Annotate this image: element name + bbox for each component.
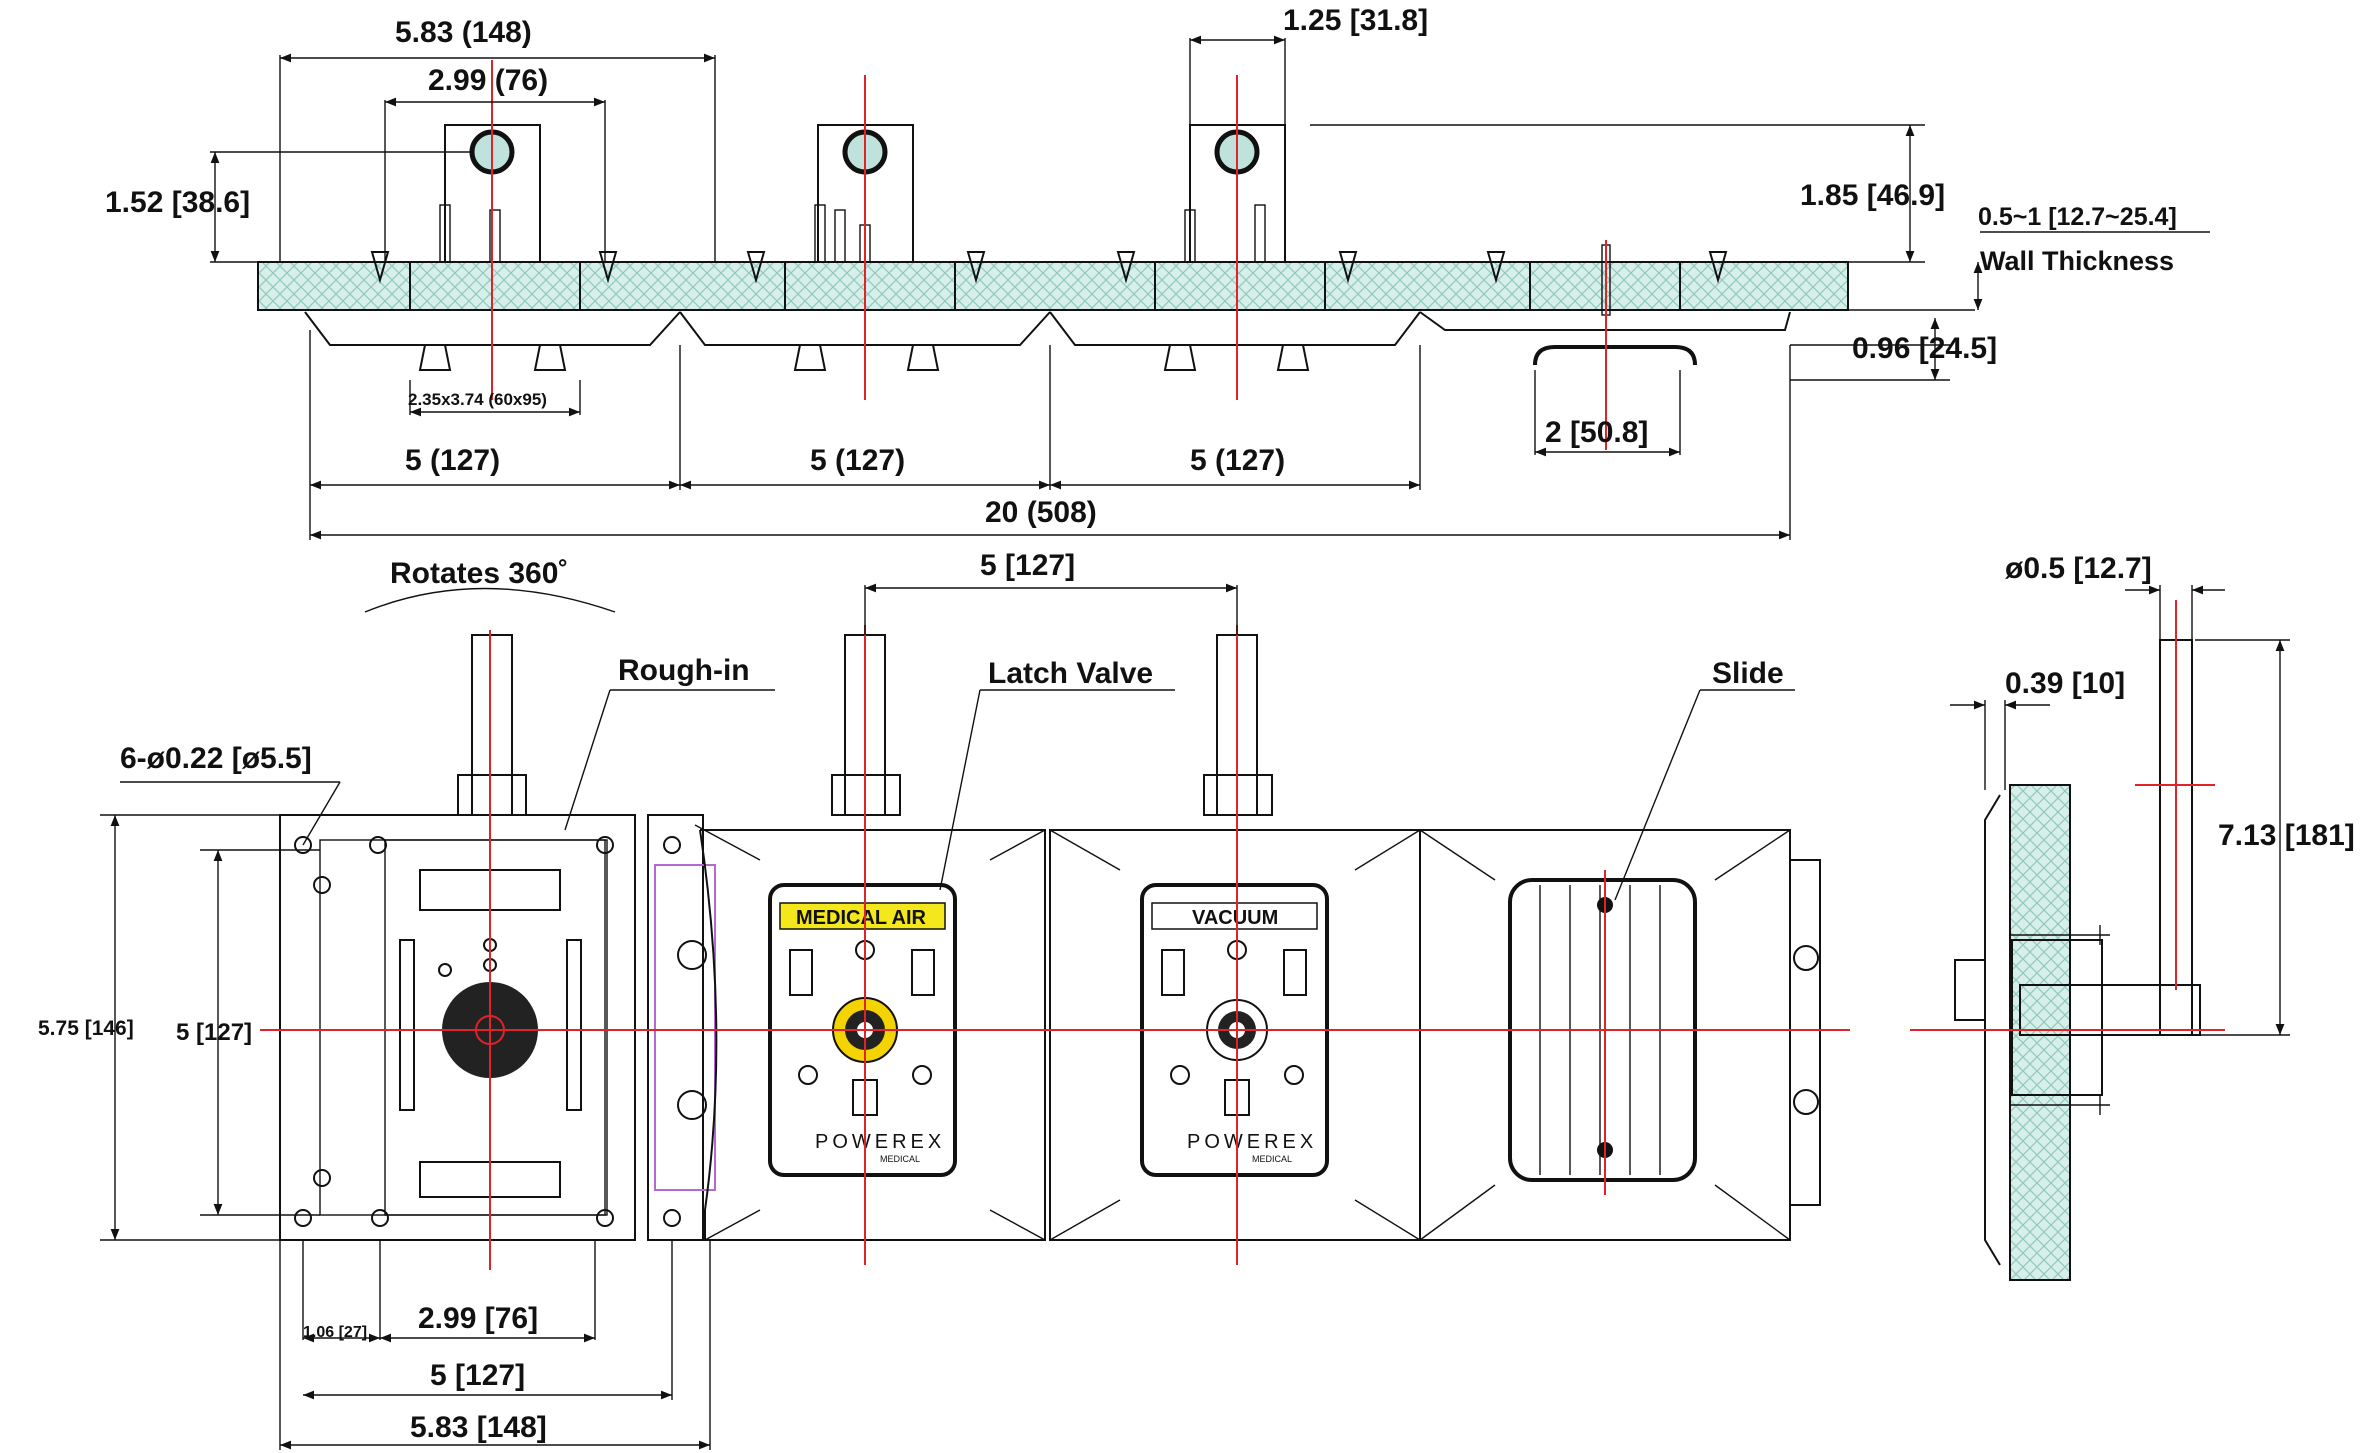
module-3-bevels [1419, 829, 1791, 1241]
dim-left-height: 1.52 [38.6] [105, 186, 250, 219]
stems [439, 204, 1611, 316]
dim-bottom-outer: 5.83 [148] [410, 1411, 547, 1444]
tray-2 [679, 311, 1051, 346]
dim-inner-rough: 2.99 (76) [428, 64, 548, 97]
dim-spacing: 5 [127] [980, 549, 1075, 582]
brand-sub-air: MEDICAL [880, 1154, 920, 1164]
dim-right-height: 1.85 [46.9] [1800, 179, 1945, 212]
rough-in-inner [384, 839, 608, 1216]
label-slide: Slide [1712, 657, 1784, 690]
wall-section [257, 261, 1849, 311]
rotate-arc [364, 587, 616, 613]
end-screw-a [1793, 945, 1819, 971]
dim-holes: 6-ø0.22 [ø5.5] [120, 742, 312, 775]
dim-projection: 0.96 [24.5] [1852, 332, 1997, 365]
dim-offset: 1.06 [27] [303, 1324, 367, 1341]
screw-a [677, 940, 707, 970]
module-medical-air [699, 829, 1046, 1241]
dim-wall-range: 0.5~1 [12.7~25.4] [1978, 203, 2177, 231]
top-dim-lines [210, 35, 2210, 540]
dim-slot-width: 1.25 [31.8] [1283, 4, 1428, 37]
dim-module-3: 5 (127) [1190, 444, 1285, 477]
tray-1 [304, 311, 681, 346]
front-view: Rotates 360˚ MEDICAL AIR [38, 549, 1850, 1450]
wall-thickness-label: Wall Thickness [1980, 246, 2174, 276]
dim-box-size: 2.35x3.74 (60x95) [408, 390, 547, 409]
slide-rail [1533, 345, 1697, 366]
tray-4 [1419, 311, 1791, 331]
rough-stem [471, 634, 513, 816]
clips [418, 344, 1310, 371]
outlet-label-air [779, 902, 946, 930]
side-fittings [2010, 925, 2110, 1115]
dim-bottom-mid: 5 [127] [430, 1359, 525, 1392]
dim-side-height: 7.13 [181] [2218, 819, 2355, 852]
side-dim-lines [1950, 585, 2290, 1036]
outlet-name-vacuum: VACUUM [1192, 907, 1278, 929]
side-box [2011, 939, 2103, 1096]
outlet-name-air: MEDICAL AIR [796, 907, 927, 929]
connector-strip [647, 814, 704, 1241]
brand-sub-vacuum: MEDICAL [1252, 1154, 1292, 1164]
dim-bottom-inner: 2.99 [76] [418, 1302, 538, 1335]
end-screw-b [1793, 1089, 1819, 1115]
dim-slide-width: 2 [50.8] [1545, 416, 1648, 449]
front-dim-lines [100, 583, 1795, 1450]
connector-outline [654, 864, 716, 1191]
screws-top [370, 251, 1728, 284]
dim-height-outer: 5.75 [146] [38, 1017, 134, 1040]
module-1-bevels [694, 824, 1046, 1241]
dim-height-inner: 5 [127] [176, 1019, 252, 1046]
side-view: ø0.5 [12.7] 0.39 [10] 7.13 [181] [1910, 552, 2355, 1281]
outlet-label-vacuum [1151, 902, 1318, 930]
screw-b [677, 1090, 707, 1120]
tray-3 [1049, 311, 1421, 346]
brand-vacuum: POWEREX [1187, 1131, 1317, 1153]
dim-overall: 20 (508) [985, 496, 1097, 529]
top-view: 5.83 (148) 2.99 (76) 1.25 [31.8] 1.52 [3… [105, 4, 2210, 540]
side-knob [1954, 959, 1986, 1021]
rough-stem-base [457, 774, 527, 816]
brand-air: POWEREX [815, 1131, 945, 1153]
dim-overall-rough: 5.83 (148) [395, 16, 532, 49]
dim-tube-dia: ø0.5 [12.7] [2005, 552, 2152, 585]
right-slot [566, 939, 582, 1111]
slide-end-cap [1789, 859, 1821, 1206]
module-2-bevels [1049, 829, 1421, 1241]
label-latch-valve: Latch Valve [988, 657, 1153, 690]
dim-module-1: 5 (127) [405, 444, 500, 477]
side-tube-horizontal [2019, 984, 2201, 1036]
label-rough-in: Rough-in [618, 654, 750, 687]
mount-holes [294, 836, 681, 1227]
dim-module-2: 5 (127) [810, 444, 905, 477]
rotates-label: Rotates 360˚ [390, 557, 568, 590]
left-slot [399, 939, 415, 1111]
dim-side-offset: 0.39 [10] [2005, 667, 2125, 700]
